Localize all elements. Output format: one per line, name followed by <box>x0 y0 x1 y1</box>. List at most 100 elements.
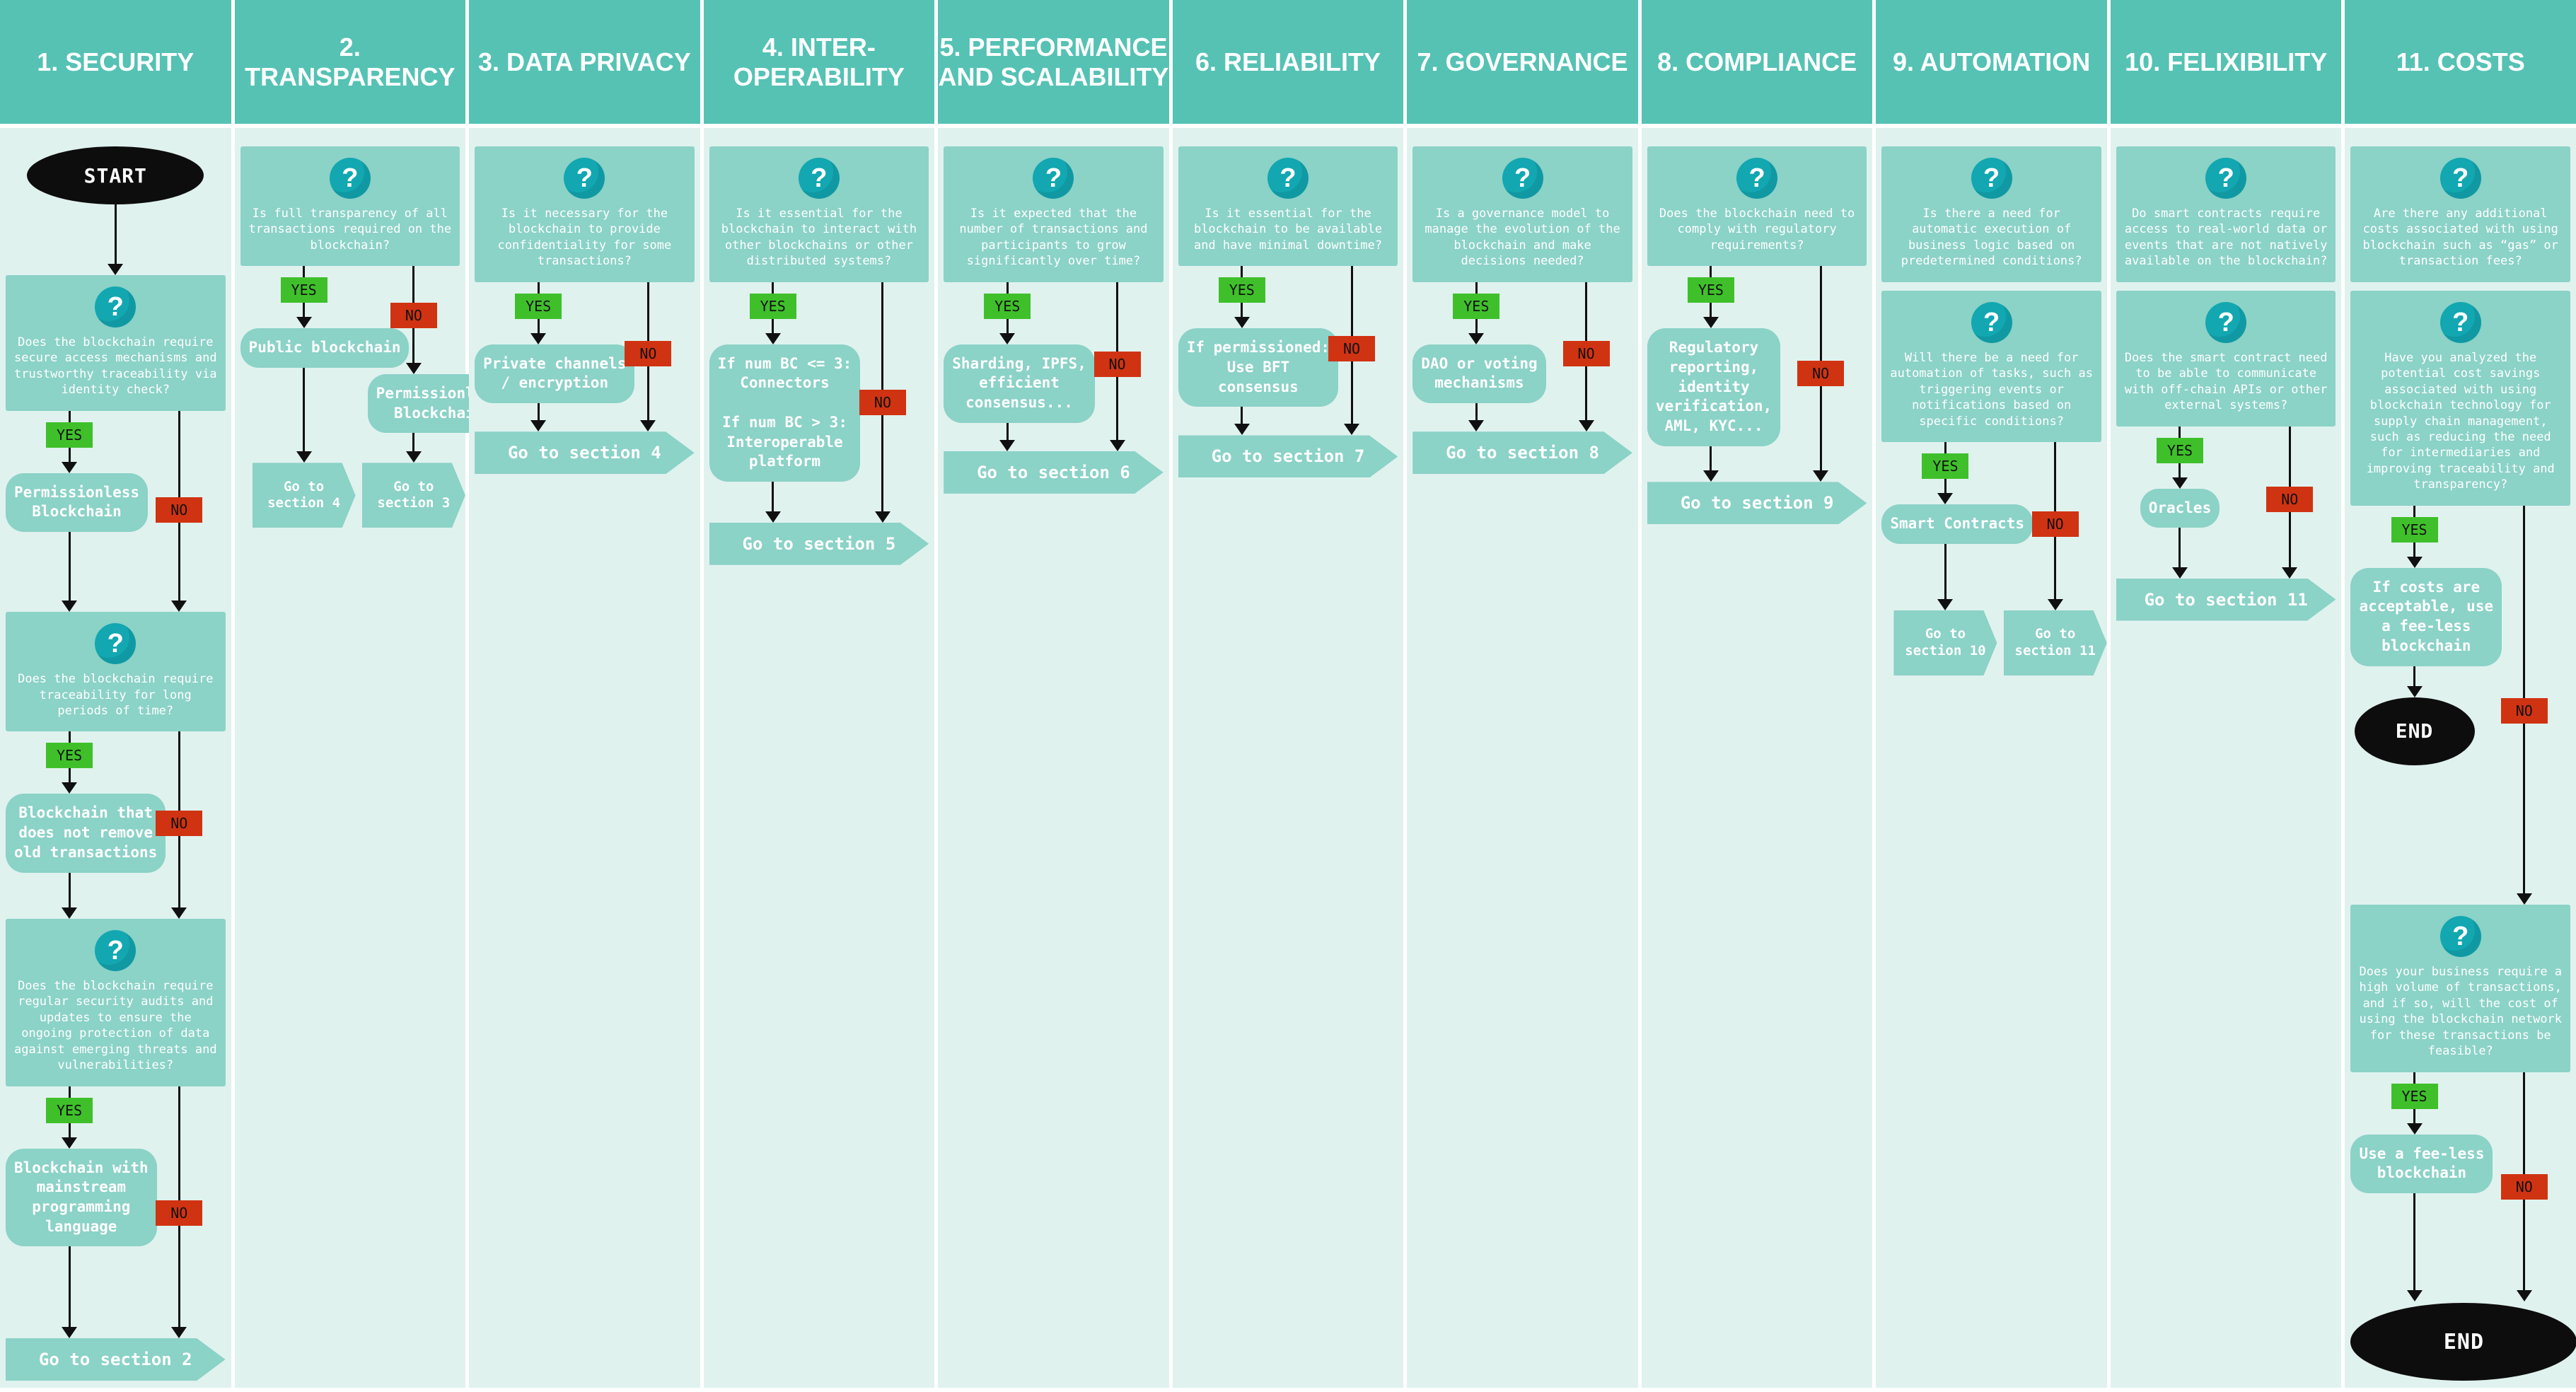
flow-line <box>772 318 774 333</box>
arrowhead-down-icon <box>765 332 781 344</box>
column-header: 7. GOVERNANCE <box>1407 0 1638 124</box>
no-lane: NO <box>1775 266 1867 482</box>
arrowhead-down-icon <box>999 332 1016 344</box>
arrowhead-down-icon <box>530 420 547 432</box>
flow-line <box>537 282 540 294</box>
column-header: 5. PERFORMANCE AND SCALABILITY <box>938 0 1169 124</box>
goto-arrow: Go to section 2 <box>6 1338 226 1381</box>
arrowhead-down-icon <box>1937 598 1954 610</box>
flow-line <box>2413 1193 2416 1290</box>
flow-line <box>114 204 117 264</box>
column-header: 2. TRANSPARENCY <box>234 0 466 124</box>
spacer <box>2350 138 2570 146</box>
flow-line <box>1241 266 1243 278</box>
flow-line <box>412 266 415 303</box>
question-box: ?Is it necessary for the blockchain to p… <box>475 146 695 282</box>
question-box: ?Do smart contracts require access to re… <box>2116 146 2336 282</box>
no-badge: NO <box>156 497 203 523</box>
flow-line <box>2413 1072 2416 1084</box>
flow-line <box>1710 303 1712 318</box>
no-lane: NO <box>133 731 225 919</box>
flow-line <box>2523 1072 2526 1174</box>
arrowhead-down-icon <box>1578 420 1594 432</box>
flow-line <box>646 282 649 342</box>
arrowhead-down-icon <box>1468 332 1485 344</box>
no-lane: NO <box>2478 505 2570 905</box>
spacer <box>709 138 929 146</box>
flow-line <box>2178 463 2181 477</box>
flow-line <box>1475 403 1478 421</box>
question-text: Are there any additional costs associate… <box>2362 207 2558 269</box>
question-box: ?Does the blockchain require traceabilit… <box>6 612 226 732</box>
flow-line <box>537 403 540 421</box>
goto-arrow: Go to section 6 <box>944 451 1164 494</box>
arrowhead-down-icon <box>171 1327 187 1338</box>
arrowhead-down-icon <box>530 332 547 344</box>
flow-line <box>68 1123 71 1137</box>
arrowhead-down-icon <box>2171 477 2188 489</box>
column-flow: ?Is it expected that the number of trans… <box>938 128 1169 1388</box>
yes-badge: YES <box>2156 437 2203 463</box>
flow-line <box>303 266 306 278</box>
yes-badge: YES <box>46 422 93 448</box>
arrowhead-down-icon <box>405 362 422 374</box>
flow-line <box>1006 422 1009 440</box>
arrowhead-down-icon <box>62 782 78 794</box>
spacer <box>240 138 460 146</box>
action-box: Blockchain that does not remove old tran… <box>6 794 166 873</box>
flow-line <box>881 282 884 390</box>
action-box: DAO or voting mechanisms <box>1412 344 1546 404</box>
column-flow: ?Is it necessary for the blockchain to p… <box>469 128 700 1388</box>
question-mark-icon: ? <box>1971 301 2012 343</box>
arrowhead-down-icon <box>1937 492 1954 504</box>
question-box: ? Have you analyzed the potential cost sa… <box>2350 290 2571 506</box>
flow-line <box>68 1086 71 1098</box>
action-box: Permissionless Blockchain <box>6 472 149 532</box>
flow-line <box>1241 407 1243 424</box>
goto-arrow: Go to section 4 <box>252 463 356 528</box>
question-box: ?Is it essential for the blockchain to b… <box>1178 146 1398 267</box>
arrowhead-down-icon <box>62 907 78 919</box>
flow-line <box>1006 282 1009 294</box>
no-badge: NO <box>625 341 672 367</box>
flow-line <box>2178 426 2181 438</box>
arrowhead-down-icon <box>2516 1290 2532 1301</box>
column-header: 1. SECURITY <box>0 0 231 124</box>
yes-badge: YES <box>2391 1083 2438 1109</box>
action-box: If permissioned: Use BFT consensus <box>1178 328 1339 407</box>
no-badge: NO <box>2266 487 2314 513</box>
flow-column: 6. RELIABILITY?Is it essential for the b… <box>1172 0 1404 1388</box>
flow-line <box>1475 318 1478 333</box>
question-box: ?Is full transparency of all transaction… <box>240 146 460 267</box>
no-lane: NO <box>2478 1072 2570 1301</box>
question-mark-icon: ? <box>2439 158 2481 199</box>
yes-badge: YES <box>515 293 562 319</box>
question-mark-icon: ? <box>1502 158 1543 199</box>
question-mark-icon: ? <box>1971 158 2012 199</box>
question-box: ?Is it essential for the blockchain to i… <box>709 146 929 282</box>
yes-badge: YES <box>984 293 1031 319</box>
question-mark-icon: ? <box>798 158 840 199</box>
action-box: Blockchain with mainstream programming l… <box>6 1148 157 1247</box>
arrowhead-down-icon <box>62 601 78 613</box>
yes-badge: YES <box>1922 453 1969 479</box>
flow-line <box>2523 723 2526 893</box>
question-text: Will there be a need for automation of t… <box>1890 350 2093 429</box>
flow-line <box>178 1225 180 1327</box>
flow-line <box>1350 361 1353 424</box>
flow-line <box>68 1246 71 1327</box>
question-text: Have you analyzed the potential cost sav… <box>2366 350 2555 492</box>
flow-line <box>412 433 415 452</box>
question-box: ?Is a governance model to manage the evo… <box>1412 146 1632 282</box>
no-badge: NO <box>156 811 203 837</box>
no-lane: NO <box>1071 282 1163 451</box>
question-mark-icon: ? <box>2439 301 2481 343</box>
question-mark-icon: ? <box>1736 158 1778 199</box>
column-flow: ? Are there any additional costs associat… <box>2345 128 2576 1388</box>
column-flow: ?Is it essential for the blockchain to b… <box>1172 128 1404 1388</box>
flow-line <box>1944 543 1946 599</box>
